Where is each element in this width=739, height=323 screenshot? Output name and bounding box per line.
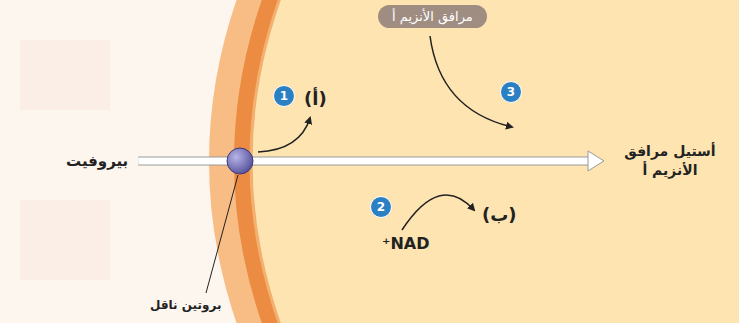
cofactor-pill: مرافق الأنزيم أ xyxy=(378,5,487,28)
molecule-name: مرافق الأنزيم أ xyxy=(392,9,473,24)
reaction-arrow xyxy=(258,118,310,152)
reaction-arrow xyxy=(402,195,474,230)
product-label: (ب) xyxy=(482,204,517,225)
molecule-box: بيروفيت xyxy=(62,150,132,172)
pale-patch xyxy=(20,40,110,110)
cofactor-label: NAD⁺ xyxy=(382,234,430,253)
reaction-arrow xyxy=(430,36,512,127)
pale-patch xyxy=(20,200,110,280)
callout-number: 1 xyxy=(273,85,295,107)
pathway-arrow xyxy=(138,151,604,171)
leader-line xyxy=(206,175,238,293)
molecule-name: بيروفيت xyxy=(66,152,128,170)
product-label: (أ) xyxy=(304,88,327,109)
callout-number: 2 xyxy=(370,196,392,218)
part-label: بروتين ناقل xyxy=(150,298,221,312)
callout-number: 3 xyxy=(500,81,522,103)
molecule-name: أستيل مرافق الأنزيم أ xyxy=(612,142,728,180)
transporter-protein xyxy=(227,148,253,174)
molecule-box: أستيل مرافق الأنزيم أ xyxy=(610,140,730,182)
